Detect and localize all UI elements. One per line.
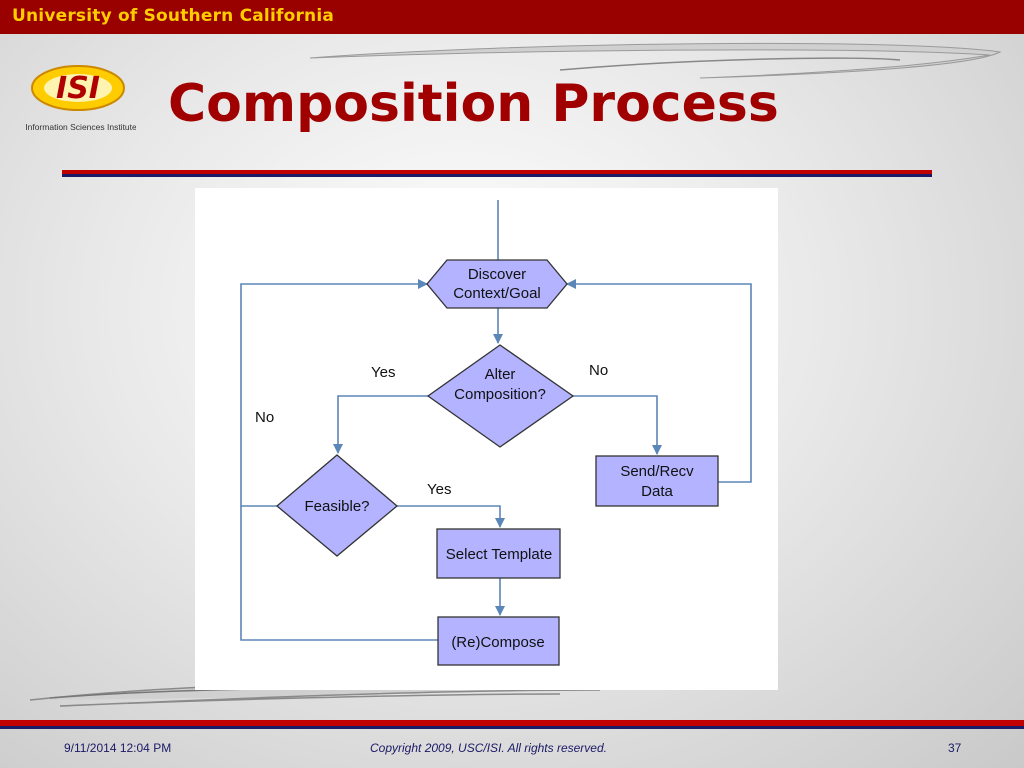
node-discover-line1: Discover	[468, 266, 526, 283]
title-divider	[62, 170, 932, 177]
node-feasible	[275, 454, 399, 557]
flowchart-figure: Discover Context/Goal Alter Composition?…	[195, 188, 778, 690]
node-alter-line1: Alter	[485, 366, 516, 383]
flowchart: Discover Context/Goal Alter Composition?…	[240, 200, 752, 666]
node-send-line2: Data	[641, 483, 673, 500]
edge-alter-no	[573, 395, 662, 455]
logo-caption: Information Sciences Institute	[26, 122, 136, 132]
logo-mark: ISI	[56, 71, 100, 106]
footer-copyright: Copyright 2009, USC/ISI. All rights rese…	[370, 741, 607, 755]
node-recompose-label: (Re)Compose	[451, 634, 544, 651]
footer-page-number: 37	[948, 741, 962, 755]
edge-alter-yes	[333, 395, 428, 454]
node-discover-line2: Context/Goal	[453, 285, 541, 302]
node-recompose	[437, 616, 560, 666]
university-banner: University of Southern California	[0, 0, 1024, 34]
node-alter-line2: Composition?	[454, 386, 546, 403]
edge-send-discover	[566, 279, 752, 483]
node-select	[436, 528, 561, 579]
node-send	[595, 455, 719, 507]
node-discover	[426, 259, 568, 309]
footer-divider	[0, 720, 1024, 729]
label-alter-no: No	[589, 362, 608, 379]
label-alter-yes: Yes	[371, 364, 395, 381]
edge-feasible-no	[240, 279, 428, 507]
node-select-label: Select Template	[446, 546, 552, 563]
isi-logo: ISI Information Sciences Institute	[26, 65, 136, 132]
footer-date: 9/11/2014 12:04 PM	[64, 741, 172, 755]
node-feasible-label: Feasible?	[304, 498, 369, 515]
label-feasible-yes: Yes	[427, 481, 451, 498]
slide-title: Composition Process	[168, 74, 779, 134]
node-alter	[426, 344, 575, 448]
label-feasible-no: No	[255, 409, 274, 426]
edge-feasible-yes	[397, 505, 505, 528]
node-send-line1: Send/Recv	[620, 463, 694, 480]
edge-recompose-loop	[240, 506, 438, 641]
university-name: University of Southern California	[12, 6, 335, 26]
